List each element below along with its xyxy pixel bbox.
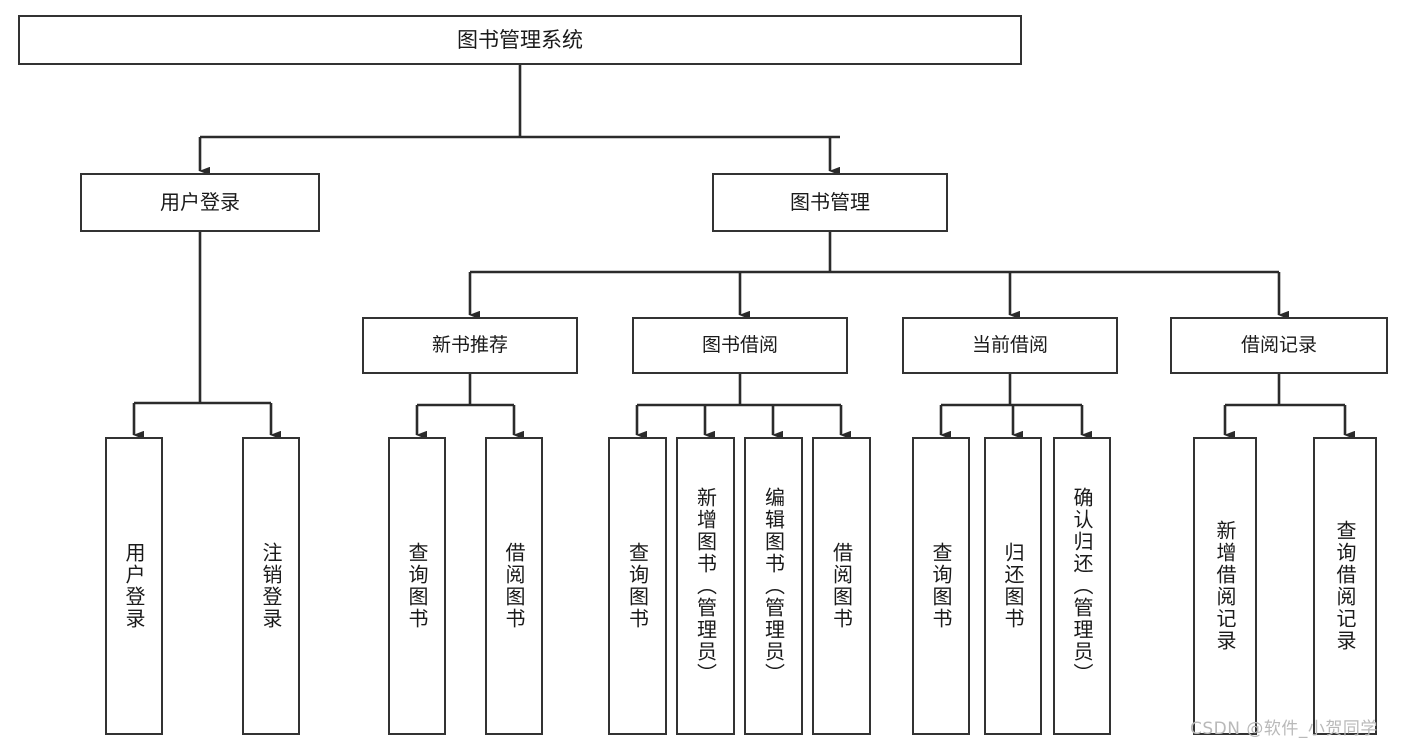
watermark-text: CSDN @软件_小贺同学 bbox=[1190, 719, 1378, 739]
node-user-login[interactable]: 用户登录 bbox=[80, 173, 320, 232]
node-leaf-query-book-3[interactable]: 查询图书 bbox=[912, 437, 970, 735]
node-leaf-query-book-1[interactable]: 查询图书 bbox=[388, 437, 446, 735]
node-new-book-recommend[interactable]: 新书推荐 bbox=[362, 317, 578, 374]
node-leaf-query-record[interactable]: 查询借阅记录 bbox=[1313, 437, 1377, 735]
node-current-borrow[interactable]: 当前借阅 bbox=[902, 317, 1118, 374]
node-leaf-borrow-book-2-label: 借阅图书 bbox=[829, 542, 854, 630]
node-leaf-user-login[interactable]: 用户登录 bbox=[105, 437, 163, 735]
node-book-manage[interactable]: 图书管理 bbox=[712, 173, 948, 232]
node-current-borrow-label: 当前借阅 bbox=[971, 334, 1048, 357]
connector-lines bbox=[132, 65, 1355, 440]
node-leaf-add-book-label: 新增图书（管理员） bbox=[693, 487, 718, 685]
node-leaf-confirm-return[interactable]: 确认归还（管理员） bbox=[1053, 437, 1111, 735]
node-borrow-record[interactable]: 借阅记录 bbox=[1170, 317, 1388, 374]
node-leaf-return-book-label: 归还图书 bbox=[1001, 542, 1025, 630]
node-leaf-return-book[interactable]: 归还图书 bbox=[984, 437, 1042, 735]
node-borrow-record-label: 借阅记录 bbox=[1240, 334, 1317, 357]
node-leaf-edit-book[interactable]: 编辑图书（管理员） bbox=[744, 437, 803, 735]
node-leaf-borrow-book-1[interactable]: 借阅图书 bbox=[485, 437, 543, 735]
node-leaf-logout-login[interactable]: 注销登录 bbox=[242, 437, 300, 735]
node-leaf-edit-book-label: 编辑图书（管理员） bbox=[761, 487, 786, 685]
node-leaf-query-book-3-label: 查询图书 bbox=[929, 542, 953, 630]
node-leaf-query-book-1-label: 查询图书 bbox=[405, 542, 429, 630]
node-leaf-add-record[interactable]: 新增借阅记录 bbox=[1193, 437, 1257, 735]
node-root-label: 图书管理系统 bbox=[457, 27, 583, 52]
node-leaf-logout-login-label: 注销登录 bbox=[259, 542, 283, 630]
node-leaf-query-record-label: 查询借阅记录 bbox=[1333, 520, 1357, 652]
node-user-login-label: 用户登录 bbox=[160, 189, 240, 214]
node-leaf-borrow-book-2[interactable]: 借阅图书 bbox=[812, 437, 871, 735]
node-book-manage-label: 图书管理 bbox=[790, 189, 870, 214]
node-leaf-add-record-label: 新增借阅记录 bbox=[1213, 520, 1237, 652]
node-leaf-query-book-2[interactable]: 查询图书 bbox=[608, 437, 667, 735]
node-book-borrow[interactable]: 图书借阅 bbox=[632, 317, 848, 374]
node-leaf-query-book-2-label: 查询图书 bbox=[625, 542, 650, 630]
node-leaf-confirm-return-label: 确认归还（管理员） bbox=[1070, 487, 1094, 685]
node-root[interactable]: 图书管理系统 bbox=[18, 15, 1022, 65]
node-leaf-user-login-label: 用户登录 bbox=[122, 542, 146, 630]
node-book-borrow-label: 图书借阅 bbox=[701, 334, 778, 357]
node-leaf-borrow-book-1-label: 借阅图书 bbox=[502, 542, 526, 630]
node-new-book-recommend-label: 新书推荐 bbox=[431, 334, 508, 357]
node-leaf-add-book[interactable]: 新增图书（管理员） bbox=[676, 437, 735, 735]
